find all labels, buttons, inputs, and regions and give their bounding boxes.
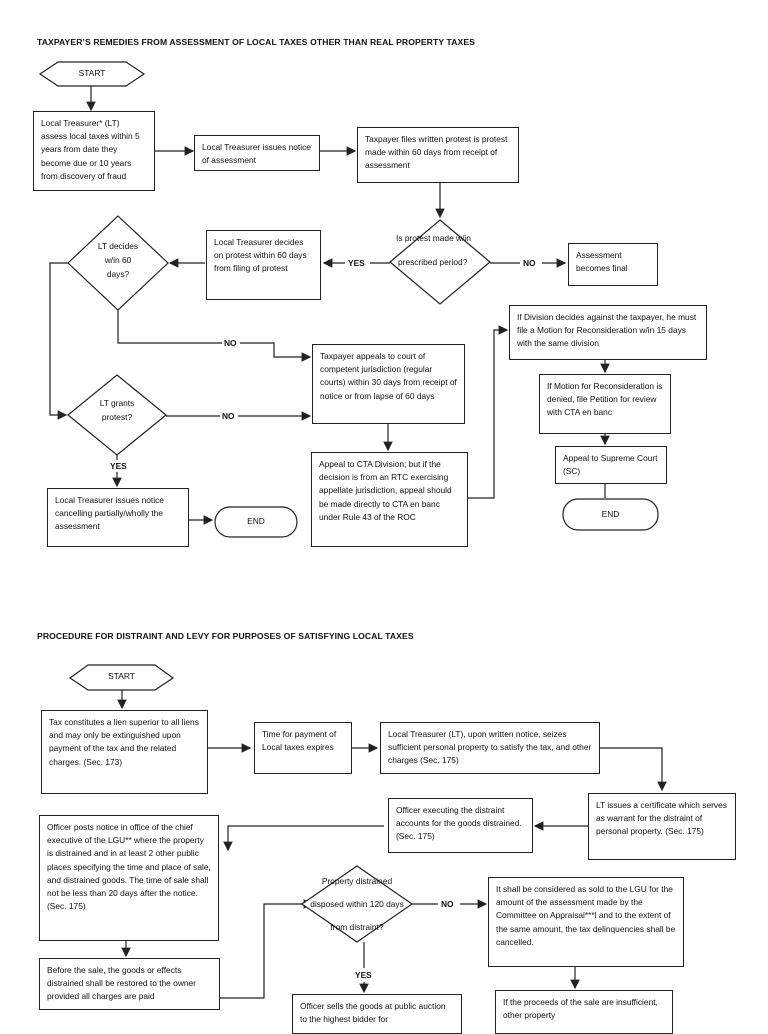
no-label-final: NO [523,258,536,268]
motion-denied-box: If Motion for Reconsideration is denied,… [539,374,671,434]
lt-decides-d3: days? [106,269,130,279]
property-d1: Property distrained [321,876,393,886]
cta-division-box: Appeal to CTA Division; but if the decis… [311,452,468,547]
property-d3: from distraint? [330,922,384,932]
no-label-appeal1: NO [224,338,237,348]
lt-notice-box: Local Treasurer issues notice of assessm… [194,135,320,171]
start-terminator-1 [38,61,146,87]
taxpayer-files-box: Taxpayer files written protest is protes… [357,127,519,183]
start-label-1: START [78,68,106,78]
assessment-final-box: Assessment becomes final [568,243,658,286]
lt-grants-d1: LT grants [99,398,135,408]
lt-assess-box: Local Treasurer* (LT) assess local taxes… [33,111,155,191]
protest-period-decision [389,219,491,305]
lt-decides-d1: LT decides [97,241,139,251]
start-terminator-2 [68,664,175,691]
division-against-box: If Division decides against the taxpayer… [509,305,707,360]
yes-label-grants: YES [110,461,127,471]
lt-decides-box: Local Treasurer decides on protest withi… [206,230,321,300]
time-payment-box: Time for payment of Local taxes expires [254,722,352,774]
end-label-2: END [601,509,620,519]
no-label-lgu: NO [441,899,454,909]
officer-posts-box: Officer posts notice in office of the ch… [39,815,219,941]
before-sale-box: Before the sale, the goods or effects di… [39,958,220,1010]
officer-sells-box: Officer sells the goods at public auctio… [292,994,462,1034]
property-disposed-decision [300,865,414,943]
section1-title: TAXPAYER’S REMEDIES FROM ASSESSMENT OF L… [37,37,475,47]
no-label-appeal2: NO [222,411,235,421]
protest-decision-line1: Is protest made w/in [396,233,471,243]
proceeds-box: If the proceeds of the sale are insuffic… [495,990,673,1034]
lt-decides-d2: w/in 60 [104,255,132,265]
start-label-2: START [108,671,135,681]
appeal-court-box: Taxpayer appeals to court of competent j… [312,344,465,424]
end-label-1: END [247,516,265,526]
end-terminator-1 [214,506,298,538]
supreme-court-box: Appeal to Supreme Court (SC) [555,446,667,484]
yes-label-sells: YES [355,970,372,980]
lt-grants-d2: protest? [101,412,133,422]
sold-lgu-box: It shall be considered as sold to the LG… [488,877,684,967]
yes-label-decides: YES [348,258,365,268]
lt-cancelling-box: Local Treasurer issues notice cancelling… [47,488,189,547]
end-terminator-2 [562,498,659,531]
protest-decision-line2: prescribed period? [398,257,468,267]
property-d2: disposed within 120 days [310,899,404,909]
lt-certificate-box: LT issues a certificate which serves as … [588,793,736,860]
section2-title: PROCEDURE FOR DISTRAINT AND LEVY FOR PUR… [37,631,414,641]
lien-box: Tax constitutes a lien superior to all l… [41,710,208,794]
lt-seizes-box: Local Treasurer (LT), upon written notic… [380,722,600,774]
officer-accounts-box: Officer executing the distraint accounts… [388,798,533,853]
